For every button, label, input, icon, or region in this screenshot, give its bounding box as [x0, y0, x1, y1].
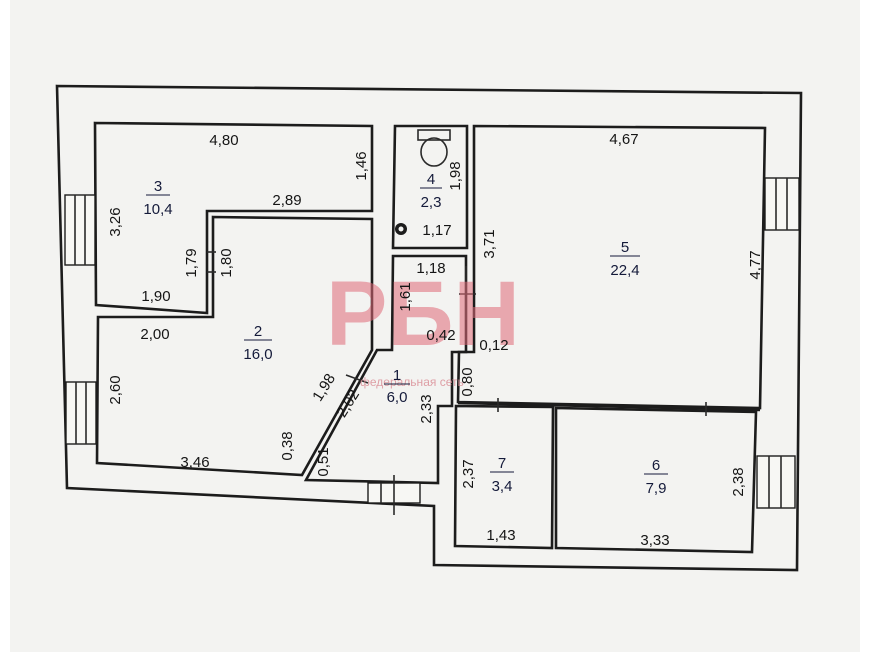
dimension-label: 1,61: [397, 282, 414, 311]
room-7-number: 7: [498, 455, 506, 472]
dimension-label: 4,77: [747, 250, 764, 279]
dimension-label: 1,80: [218, 248, 235, 277]
room-7-walls: [453, 404, 555, 550]
room-6-number: 6: [652, 457, 660, 474]
dimension-label: 3,46: [180, 454, 209, 471]
dimension-label: 0,51: [315, 447, 332, 476]
dimension-label: 0,80: [459, 367, 476, 396]
room-6-label: 6 7,9: [644, 457, 668, 497]
boiler-icon: [395, 223, 407, 235]
watermark-logo: РБН: [326, 263, 520, 365]
room-4-label: 4 2,3: [420, 171, 442, 211]
room-7-area: 3,4: [492, 478, 513, 495]
window-room-3: [64, 194, 96, 266]
room-5-number: 5: [621, 239, 629, 256]
room-1-area: 6,0: [387, 389, 408, 406]
room-2-number: 2: [254, 323, 262, 340]
dimension-label: 1,46: [353, 151, 370, 180]
window-room-6: [756, 455, 796, 509]
dimension-label: 2,33: [418, 394, 435, 423]
dimension-label: 2,38: [730, 467, 747, 496]
room-1-number: 1: [393, 367, 401, 384]
room-4-area: 2,3: [421, 194, 442, 211]
room-2-area: 16,0: [243, 346, 272, 363]
room-7-label: 7 3,4: [490, 455, 514, 495]
dimension-label: 0,42: [426, 327, 455, 344]
dimension-label: 1,79: [183, 248, 200, 277]
dimension-label: 1,98: [447, 161, 464, 190]
room-6-area: 7,9: [646, 480, 667, 497]
room-4-number: 4: [427, 171, 435, 188]
room-5-label: 5 22,4: [610, 239, 640, 279]
room-3-area: 10,4: [143, 201, 172, 218]
room-3-walls: [93, 121, 374, 315]
dimension-label: 2,89: [272, 192, 301, 209]
window-room-2: [65, 381, 97, 445]
dimension-label: 2,37: [460, 459, 477, 488]
room-5-area: 22,4: [610, 262, 639, 279]
room-3-number: 3: [154, 178, 162, 195]
dimension-label: 2,00: [140, 326, 169, 343]
dimension-label: 4,67: [609, 131, 638, 148]
dimension-label: 0,38: [279, 431, 296, 460]
dimension-label: 3,71: [481, 229, 498, 258]
room-4-walls: [391, 124, 469, 250]
dimension-label: 3,33: [640, 532, 669, 549]
door-ticks: [207, 251, 707, 416]
dimension-label: 1,18: [416, 260, 445, 277]
room-2-walls: [95, 215, 374, 477]
partition-line: [457, 401, 761, 412]
watermark-subtitle: федеральная сеть: [360, 375, 464, 389]
room-6-walls: [554, 406, 758, 554]
outer-wall: [55, 84, 803, 572]
window-room-5: [764, 177, 800, 231]
toilet-icon: [417, 129, 451, 167]
room-5-walls: [456, 124, 767, 410]
dimension-label: 2,60: [107, 375, 124, 404]
room-1-label: 1 6,0: [384, 367, 410, 406]
dimension-label: 1,90: [141, 288, 170, 305]
dimension-label: 1,17: [422, 222, 451, 239]
dimension-label: 0,12: [479, 337, 508, 354]
entrance-door: [367, 475, 421, 515]
dimension-label: 4,80: [209, 132, 238, 149]
dimension-label: 1,43: [486, 527, 515, 544]
room-2-label: 2 16,0: [243, 323, 272, 363]
dimension-label: 3,26: [107, 207, 124, 236]
room-3-label: 3 10,4: [143, 178, 172, 218]
